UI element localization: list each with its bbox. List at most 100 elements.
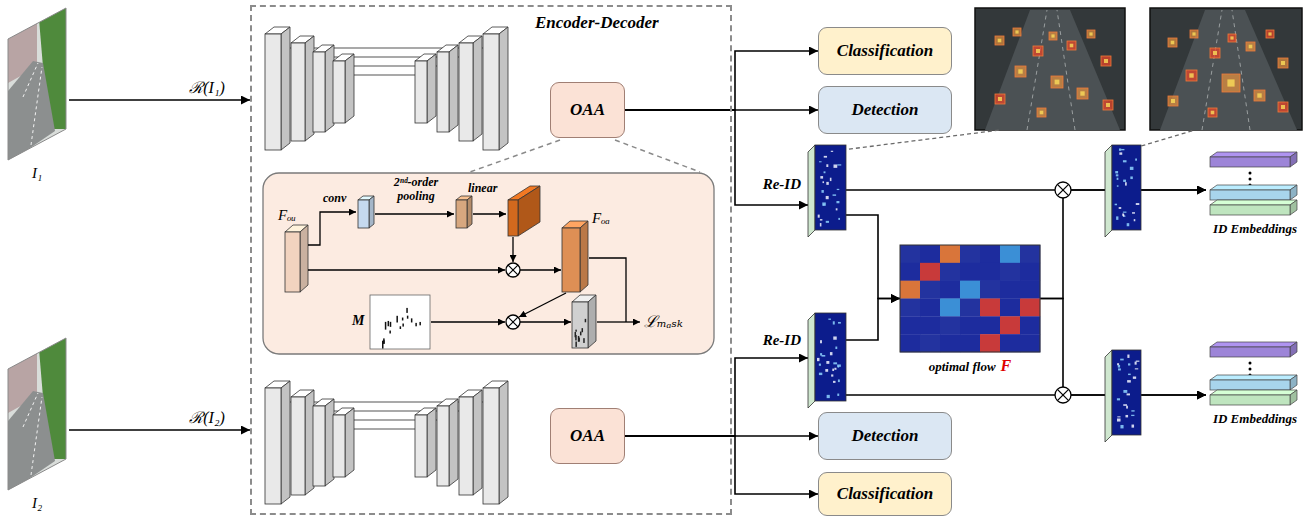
matrix-cells [1020,263,1040,281]
heatmap-figure [1117,178,1119,180]
tensor-block [459,36,482,141]
mask-speck [578,338,580,342]
flow-arrow [625,51,818,110]
tensor-block [508,186,540,236]
tensor-block [333,54,354,123]
heatmap-figure [1130,167,1134,170]
mask-speck [585,319,587,322]
tensor-block [572,295,596,348]
multiply-symbol [506,263,520,277]
embedding-bar [1210,185,1297,190]
embedding-bar [1210,390,1297,405]
flow-arrow [69,429,250,431]
heatmap-figure [817,358,819,361]
flow-line [308,269,505,270]
op-label: 2ⁿᵈ-order pooling [376,175,456,203]
mask-image [396,316,398,323]
heatmap-figure [1115,171,1118,173]
tracking-snapshot [1281,61,1285,65]
mask-image [370,295,430,349]
tensor-block [437,406,449,486]
heatmap-figure [1105,145,1112,237]
embedding-bar [1210,342,1297,357]
edge-label: ℛ(I₂) [187,409,227,427]
heatmap-figure [1123,160,1127,162]
heatmap-figure [1105,350,1141,442]
heatmap-figure [838,379,840,382]
edge-label: ℛ(I₁) [187,79,227,97]
heatmap-figure [820,223,822,226]
task-head: Detection [818,86,952,134]
head-label: Classification [837,41,933,61]
tracking-snapshot [1257,93,1261,97]
matrix-cells [940,281,960,299]
heatmap-figure [1112,350,1141,435]
tracking-snapshot [1202,10,1222,130]
embedding-stack-art [1206,340,1304,406]
heatmap-figure [836,201,839,203]
heatmap-figure [1123,212,1127,213]
heatmap-figure [1131,415,1134,416]
tracking-snapshot [1168,38,1177,47]
embedding-bar [1290,200,1297,215]
head-label: Detection [851,426,918,446]
branch-label: Re-ID [763,176,801,193]
flow-matrix-art [900,245,1040,352]
ellipsis-dot [1249,172,1252,175]
tracking-snapshot [1067,41,1076,50]
tracking-snapshot [1015,30,1018,33]
tensor-block [483,381,508,504]
flow-line [519,293,566,317]
heatmap-figure [819,364,821,366]
heatmap-figure [1118,365,1120,368]
tensor-block [580,221,588,292]
tensor-block [572,302,588,348]
tracking-snapshot [1087,30,1095,38]
loss-symbol: ℒₘₐₛₖ [644,313,683,331]
mask-speck [575,342,577,347]
tensor-block [562,228,580,292]
heatmap-figure [823,204,825,205]
multiply-symbol [1057,389,1068,400]
matrix-cells [1000,281,1020,299]
matrix-cells [940,245,960,263]
heatmap-figure [826,164,828,167]
matrix-cells [940,334,960,352]
flow-line [470,140,560,172]
mask-image [411,318,413,322]
heatmap-figure [833,362,837,364]
tensor-block [345,408,354,477]
tracking-snapshot [1037,108,1046,117]
embedding-bar [1210,380,1290,390]
frame-label: I₂ [5,495,69,512]
tensor-block [291,43,305,141]
oaa-module: OAA [550,82,625,138]
heatmap-figure [1135,368,1138,369]
mask-image [390,322,392,327]
ellipsis-dot [1249,362,1252,365]
tensor-block [508,200,518,236]
tensor-block [449,399,458,486]
heatmap-figure [821,190,823,193]
input-frame: I₁ [5,5,69,163]
multiply-symbol [508,317,518,327]
skip-connection [345,428,415,429]
tensor-block [427,54,436,123]
heatmap-figure [1135,159,1137,161]
embedding-bar [1210,200,1297,205]
heatmap-figure [808,313,846,408]
ellipsis-dot [1249,368,1252,371]
tensor-block [483,388,499,504]
heatmap-figure [833,381,836,383]
tensor-block [449,45,458,132]
tracking-snapshot [1160,10,1297,130]
tensor-block [291,390,314,495]
tracking-snapshot [1077,88,1088,99]
tracking-snapshot [1150,8,1302,130]
embedding-bar [1210,375,1297,380]
feature-symbol: Fₒᵤ [278,207,296,224]
scene-photo [31,397,42,475]
reid-feature-map-art [808,313,846,408]
matrix-cells [900,245,920,263]
heatmap-figure [808,145,815,237]
